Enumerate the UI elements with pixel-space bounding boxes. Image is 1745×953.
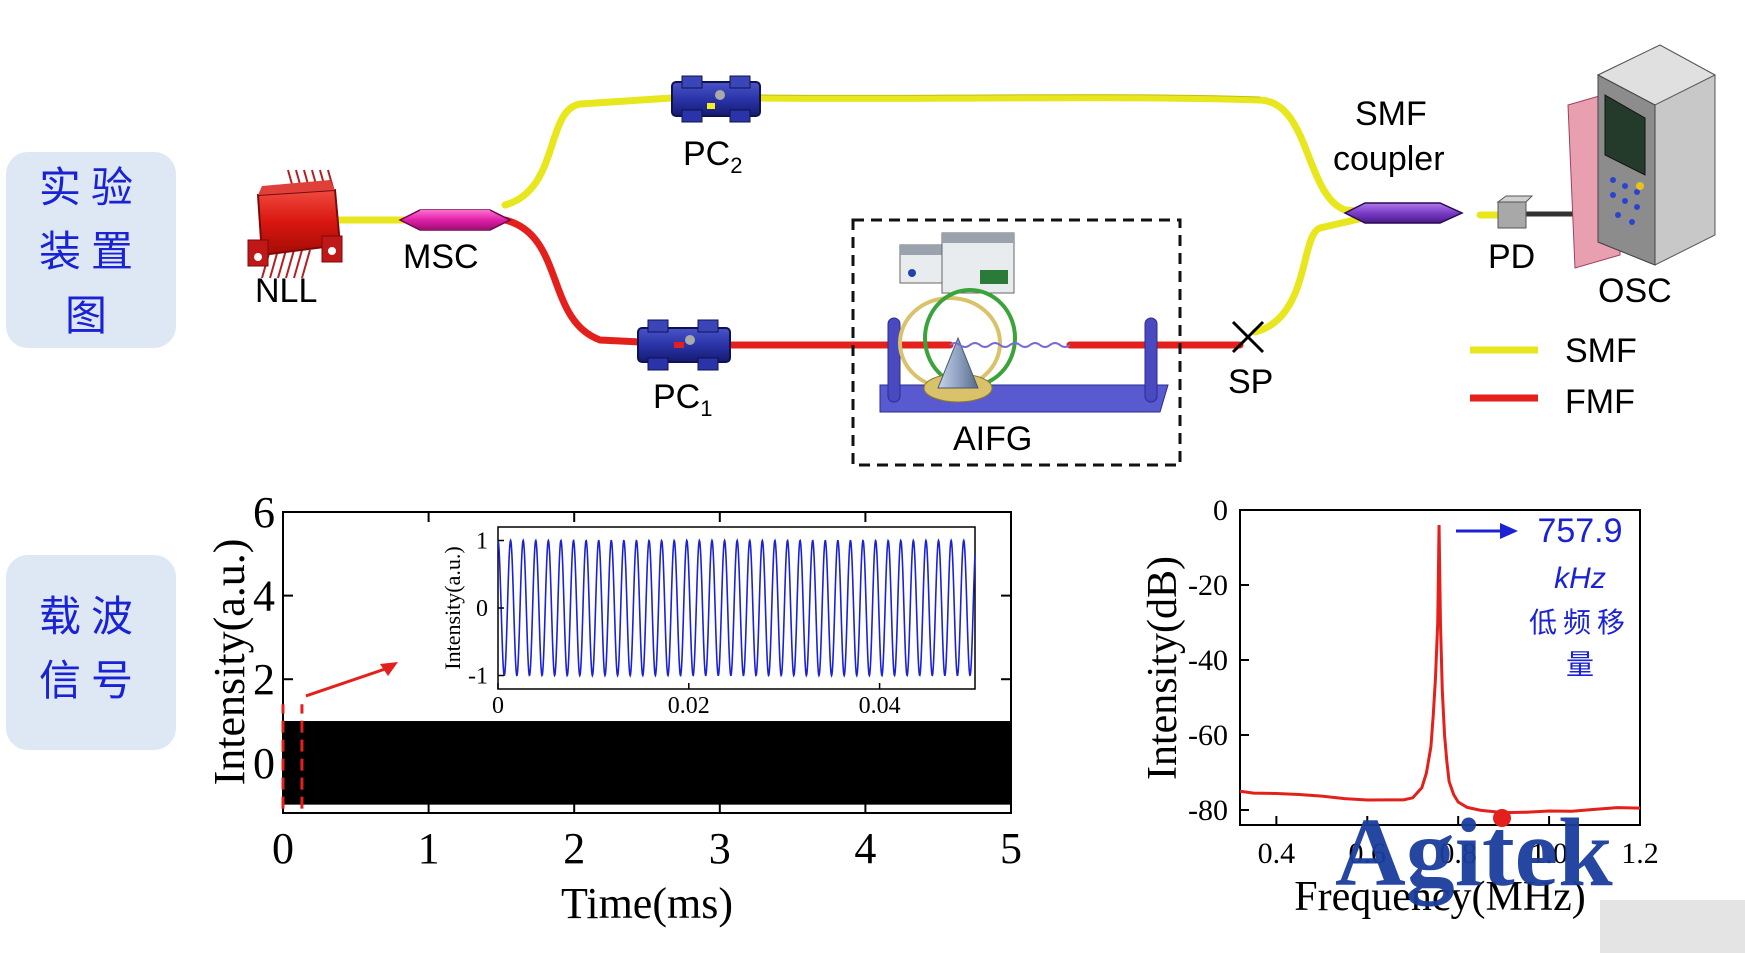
msc-label: MSC xyxy=(403,238,479,276)
time-chart-carrier-band xyxy=(284,721,1010,805)
zoom-arrow-head xyxy=(380,662,398,676)
watermark-dot xyxy=(1493,809,1511,827)
time-chart-xlabel: Time(ms) xyxy=(561,879,733,928)
msc-coupler-icon xyxy=(398,209,512,231)
pc1-controller-icon xyxy=(637,319,731,371)
setup-label-line-3: 图 xyxy=(64,291,117,340)
legend-smf-label: SMF xyxy=(1565,332,1637,370)
spectrum-chart-ylabel: Intensity(dB) xyxy=(1140,556,1186,780)
pd-label: PD xyxy=(1488,238,1535,276)
inset-xtick-label: 0.02 xyxy=(668,693,710,719)
spectrum-line xyxy=(1239,524,1641,815)
smf-coupler-label-line-1: SMF xyxy=(1355,95,1427,133)
pc1-label: PC1 xyxy=(653,378,712,421)
time-chart-xtick-label: 3 xyxy=(709,824,731,873)
spectrum-chart: 0.4 0.6 0.8 1.0 1.2 0 -20 -40 -60 -80 Frequency(M… xyxy=(1140,494,1659,920)
time-chart-xtick-label: 0 xyxy=(272,824,294,873)
pd-detector-icon xyxy=(1496,195,1534,229)
legend-fmf-label: FMF xyxy=(1565,383,1635,421)
inset-chart-ylabel: Intensity(a.u.) xyxy=(440,546,465,669)
spectrum-chart-xlabel: Frequency(MHz) xyxy=(1294,874,1586,920)
carrier-signal-label: 载波 信号 xyxy=(6,555,176,750)
smf-fibers xyxy=(306,94,1504,336)
inset-xtick-label: 0 xyxy=(492,693,504,719)
sp-label: SP xyxy=(1228,363,1273,401)
peak-annotation: 757.9 kHz 低频移 量 xyxy=(1456,512,1631,681)
peak-note-line-2: 量 xyxy=(1566,648,1594,681)
fiber-legend: SMF FMF xyxy=(1470,332,1637,421)
zoom-window xyxy=(281,662,398,809)
time-chart-xtick-label: 5 xyxy=(1000,824,1022,873)
spectrum-ytick-label: -20 xyxy=(1188,569,1228,602)
spectrum-ytick-label: 0 xyxy=(1213,494,1228,527)
spectrum-xtick-label: 1.2 xyxy=(1621,837,1659,870)
spectrum-xtick-label: 0.8 xyxy=(1439,837,1477,870)
pc2-label: PC2 xyxy=(683,135,742,178)
pc2-controller-icon xyxy=(671,75,761,123)
fmf-fibers xyxy=(501,216,1244,349)
time-chart-xtick-label: 4 xyxy=(854,824,876,873)
smf-coupler-icon xyxy=(1343,202,1464,224)
time-chart-xtick-label: 1 xyxy=(418,824,440,873)
smf-coupler-label-line-2: coupler xyxy=(1333,140,1445,178)
spectrum-ytick-label: -40 xyxy=(1188,644,1228,677)
time-chart-signal-band xyxy=(284,721,1010,805)
carrier-label-line-1: 载波 xyxy=(38,592,143,641)
setup-label-line-1: 实验 xyxy=(38,163,143,212)
spectrum-ytick-label: -60 xyxy=(1188,719,1228,752)
inset-ytick-label: 1 xyxy=(476,529,488,555)
time-chart-ylabel: Intensity(a.u.) xyxy=(205,539,254,786)
osc-label: OSC xyxy=(1598,272,1672,310)
time-chart-ytick-label: 4 xyxy=(253,572,275,621)
footer-box xyxy=(1600,900,1745,953)
zoom-arrow-shaft xyxy=(305,666,389,698)
spectrum-chart-frame xyxy=(1239,509,1641,826)
sp-splice-icon xyxy=(1231,320,1265,354)
inset-sinusoid xyxy=(497,538,976,678)
time-chart-xtick-label: 2 xyxy=(563,824,585,873)
time-chart-ytick-label: 0 xyxy=(253,739,275,788)
spectrum-xtick-label: 1.0 xyxy=(1530,837,1568,870)
setup-diagram-label: 实验 装置 图 xyxy=(6,152,176,348)
nll-laser-icon xyxy=(247,169,343,279)
time-domain-chart: 0 1 2 3 4 5 0 2 4 6 Time(ms) Intensity(a.u.) xyxy=(205,488,1022,928)
osc-oscilloscope-icon xyxy=(1567,44,1717,269)
agitek-watermark: Agitek xyxy=(1335,799,1613,907)
aifg-label: AIFG xyxy=(953,420,1032,458)
peak-frequency-unit: kHz xyxy=(1554,562,1606,595)
time-chart-frame xyxy=(282,511,1012,814)
aifg-box xyxy=(851,218,1182,467)
aifg-apparatus-icon xyxy=(879,232,1169,413)
time-chart-ytick-label: 2 xyxy=(253,655,275,704)
inset-ytick-label: -1 xyxy=(468,664,488,690)
setup-diagram: NLL MSC PC2 PC1 xyxy=(247,44,1717,467)
spectrum-ytick-label: -80 xyxy=(1188,794,1228,827)
inset-ytick-label: 0 xyxy=(476,596,488,622)
spectrum-xtick-label: 0.6 xyxy=(1349,837,1387,870)
smf-fiber-outline xyxy=(759,94,1261,98)
nll-label: NLL xyxy=(255,272,317,310)
peak-note-line-1: 低频移 xyxy=(1529,606,1631,639)
inset-chart-signal xyxy=(497,538,976,678)
carrier-label-line-2: 信号 xyxy=(38,656,143,705)
peak-frequency-value: 757.9 xyxy=(1537,512,1622,550)
spectrum-xtick-label: 0.4 xyxy=(1258,837,1296,870)
inset-xtick-label: 0.04 xyxy=(859,693,901,719)
setup-label-line-2: 装置 xyxy=(38,227,143,276)
time-chart-ytick-label: 6 xyxy=(253,488,275,537)
